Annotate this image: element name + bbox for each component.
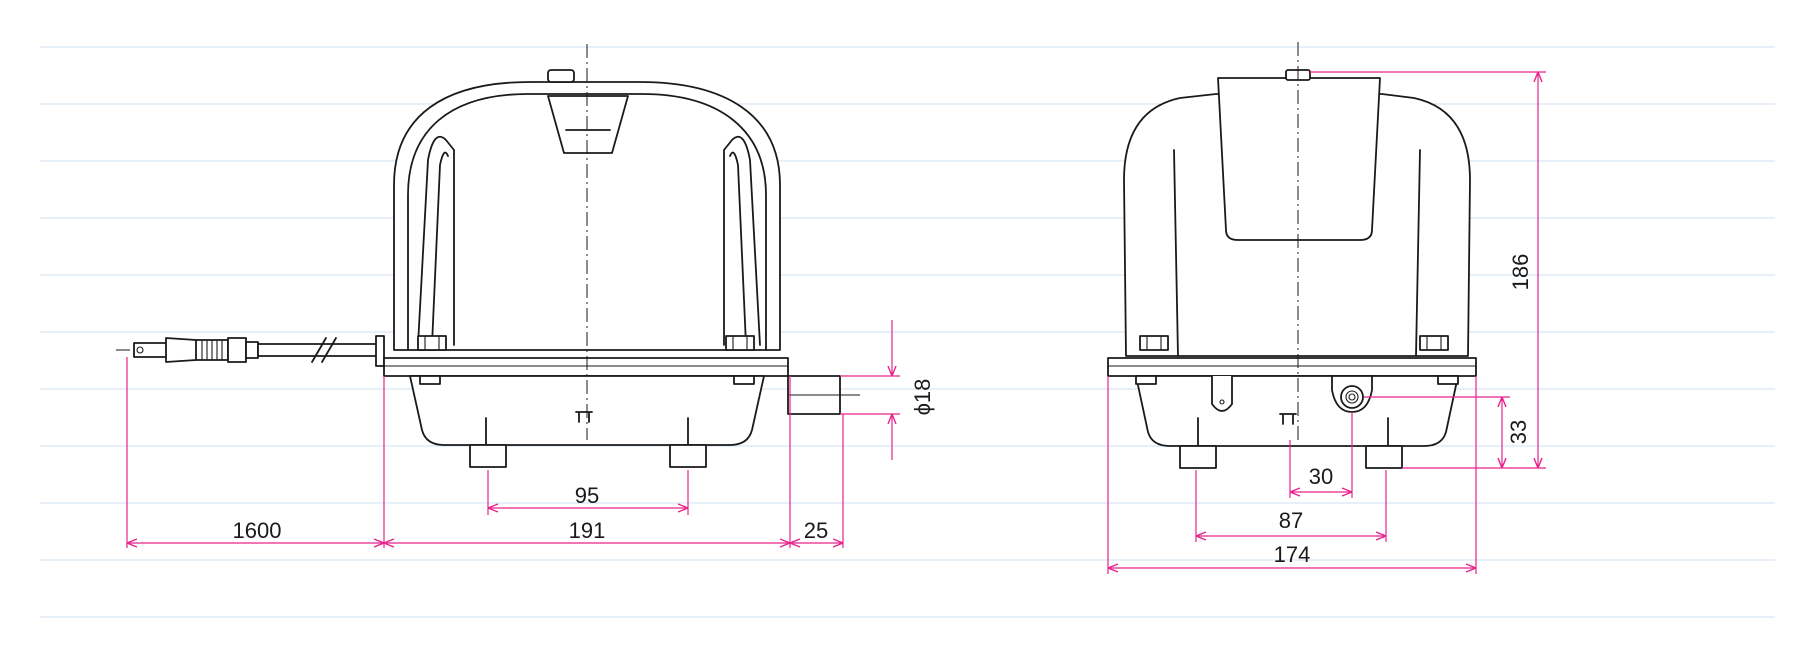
dim-base-width: 174 (1274, 542, 1311, 567)
power-cord (116, 335, 385, 367)
front-dimensions: 1600 191 25 95 ϕ18 (126, 320, 935, 548)
dim-outlet-offset: 30 (1309, 464, 1333, 489)
side-dimensions: 186 33 174 87 30 (1107, 71, 1546, 574)
dim-outlet-diameter: ϕ18 (910, 379, 935, 416)
dim-body-width: 191 (569, 518, 606, 543)
pump-body (383, 69, 860, 468)
front-view: 1600 191 25 95 ϕ18 (116, 44, 935, 548)
background-grid (40, 46, 1775, 618)
dim-cord-length: 1600 (233, 518, 282, 543)
side-view: 186 33 174 87 30 (1107, 42, 1546, 574)
dim-height: 186 (1508, 254, 1533, 291)
dim-side-foot-spacing: 87 (1279, 508, 1303, 533)
dim-outlet-length: 25 (804, 518, 828, 543)
dim-front-foot-spacing: 95 (575, 483, 599, 508)
pump-side-body (1107, 69, 1477, 469)
dim-outlet-height: 33 (1506, 420, 1531, 444)
